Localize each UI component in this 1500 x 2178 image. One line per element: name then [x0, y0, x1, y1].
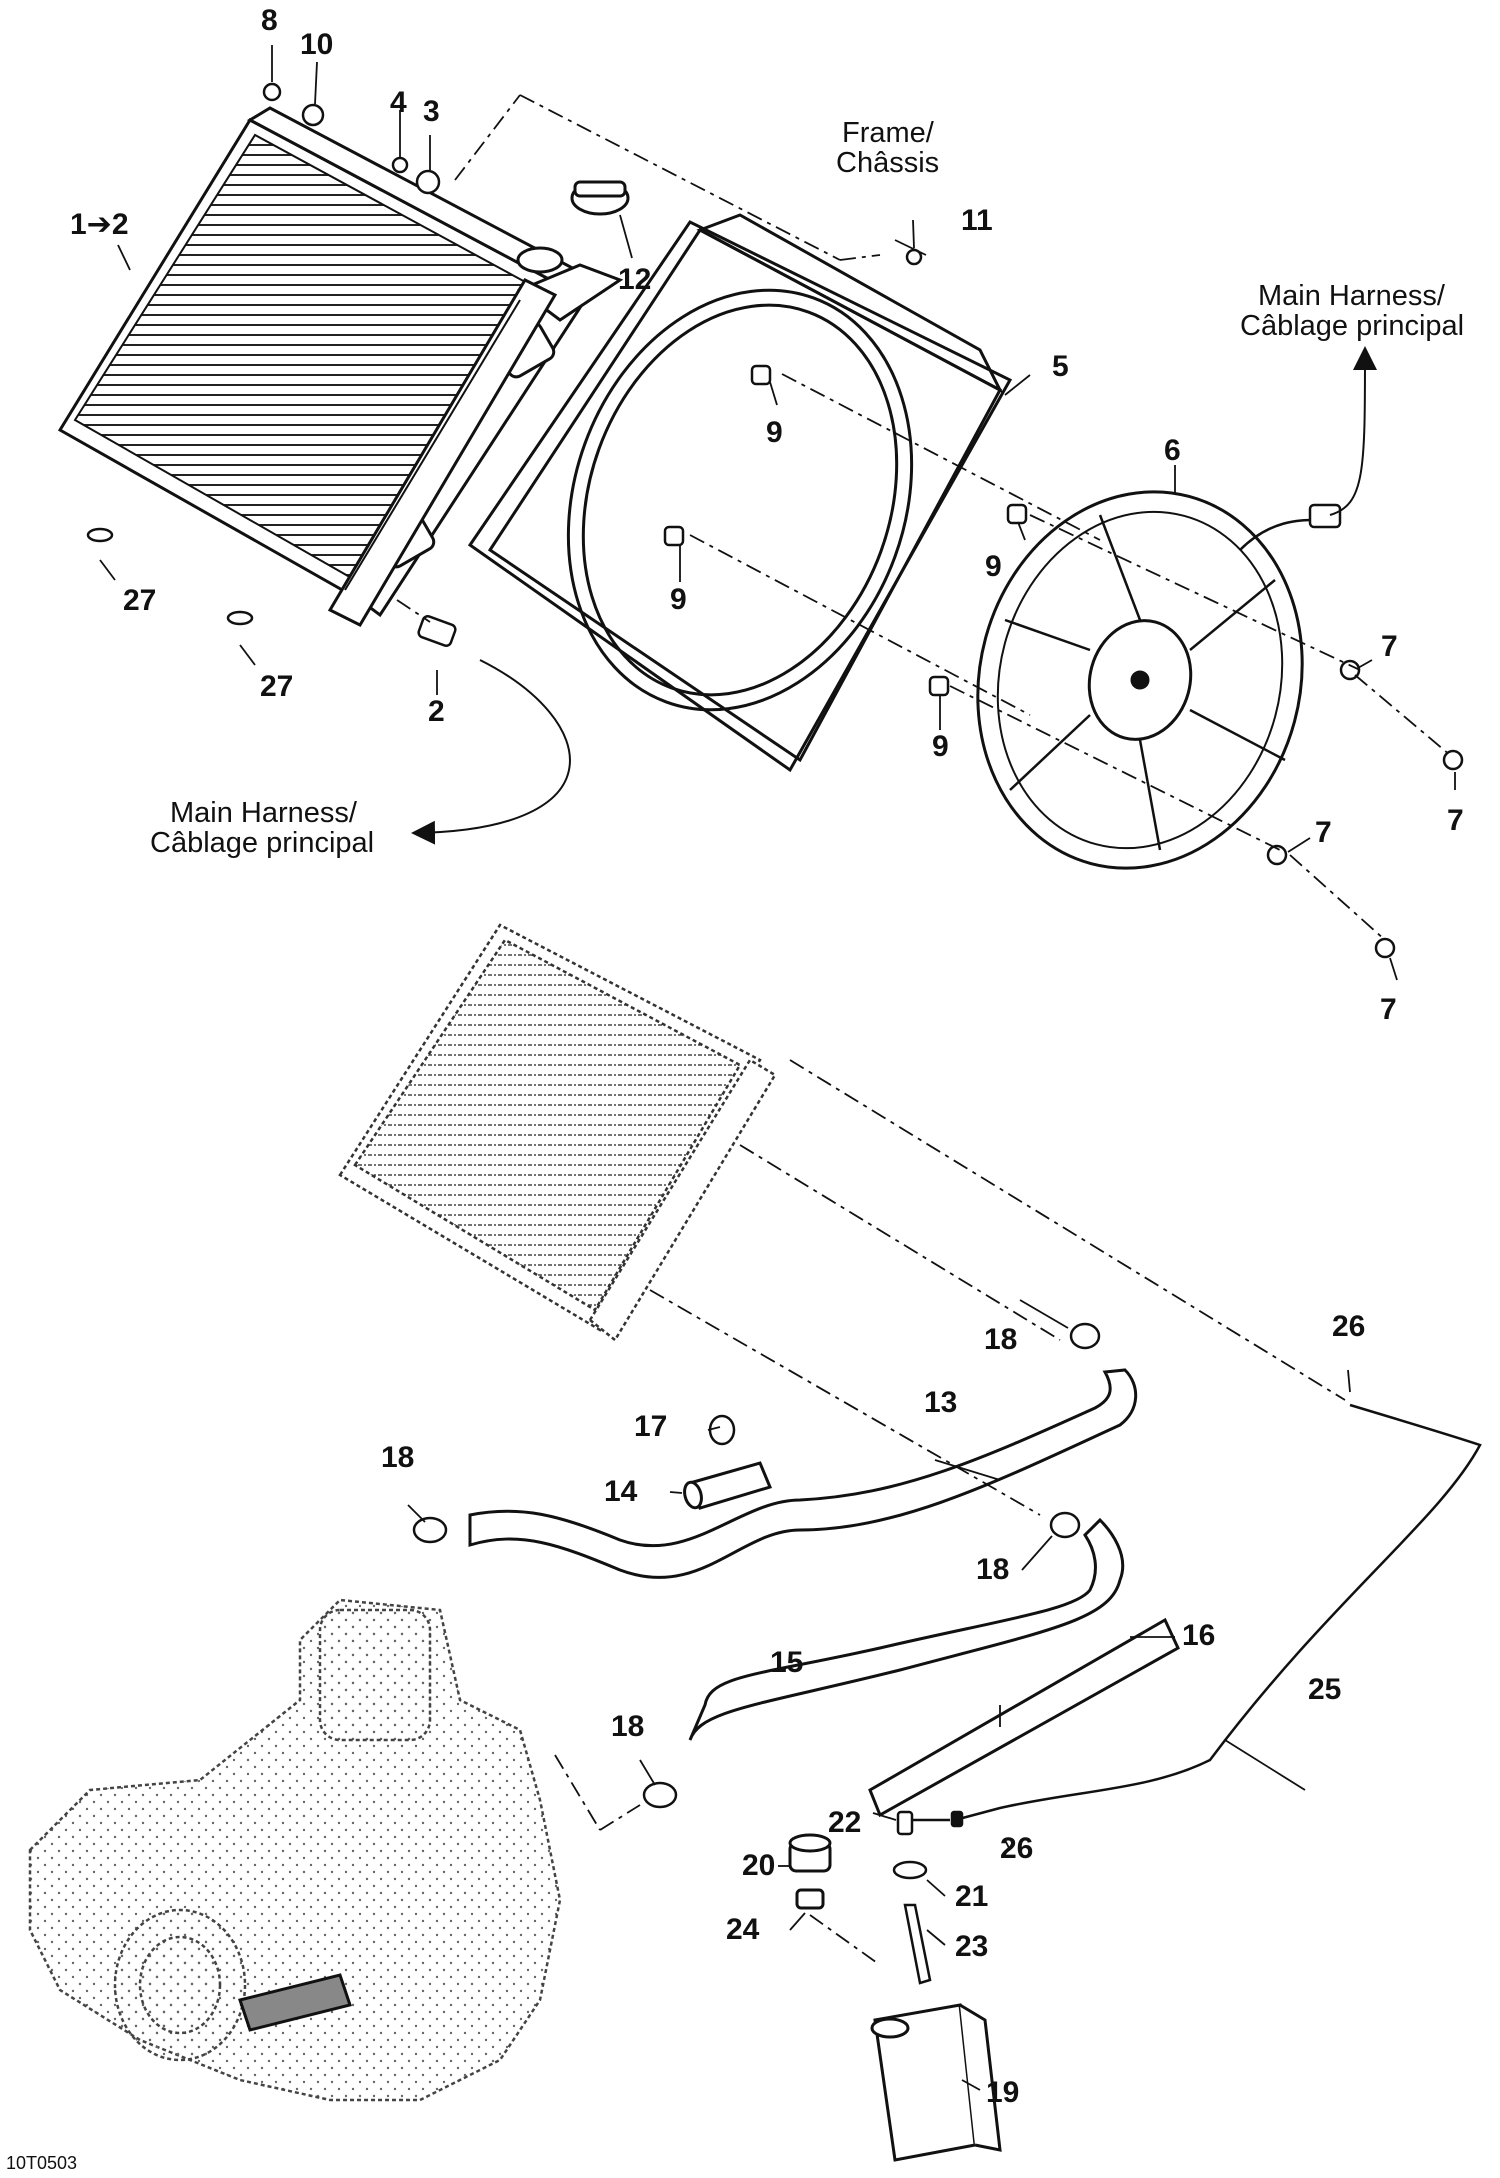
callout-18-c: 18: [976, 1553, 1010, 1586]
engine-filter: [238, 1973, 352, 2032]
callout-24: 24: [726, 1913, 760, 1946]
overflow-tube: [954, 1403, 1482, 1822]
harness-arrow-right: [1329, 346, 1377, 516]
reservoir-fittings: [892, 1810, 964, 1985]
callout-18-a: 18: [984, 1323, 1018, 1356]
callout-16: 16: [1182, 1619, 1216, 1652]
radiator-cap: [570, 180, 630, 216]
callout-14: 14: [604, 1475, 638, 1508]
cooling-fan: [976, 490, 1304, 870]
radiator-phantom: [338, 923, 777, 1342]
callout-11: 11: [961, 204, 993, 237]
callout-9-a: 9: [766, 416, 783, 449]
short-hose: [683, 1461, 773, 1510]
upper-hose: [468, 1368, 1138, 1579]
callout-7-b: 7: [1447, 804, 1464, 837]
fan-shroud: [467, 213, 1013, 773]
callout-9-b: 9: [670, 583, 687, 616]
callout-5: 5: [1052, 350, 1069, 383]
harness-note-left-en: Main Harness/: [170, 797, 357, 829]
callout-1-2: 1➔2: [70, 208, 129, 241]
harness-note-right-en: Main Harness/: [1258, 280, 1445, 312]
temperature-sensor: [417, 615, 457, 647]
frame-note-fr: Châssis: [836, 147, 940, 179]
callout-26-b: 26: [1000, 1832, 1034, 1865]
callout-9-d: 9: [932, 730, 949, 763]
straight-hose: [868, 1617, 1180, 1818]
radiator-side-tank: [327, 278, 558, 627]
callout-26-a: 26: [1332, 1310, 1366, 1343]
leader-lines-top: [99, 45, 1456, 981]
callout-7-c: 7: [1315, 816, 1332, 849]
callout-27-a: 27: [123, 584, 157, 617]
lower-hose: [688, 1517, 1125, 1741]
dash-lines-top: [396, 94, 1451, 941]
radiator-pins-bottom: [86, 527, 254, 626]
callout-19: 19: [986, 2076, 1020, 2109]
callout-12: 12: [618, 263, 652, 296]
radiator: [57, 106, 624, 618]
callout-18-b: 18: [381, 1441, 415, 1474]
callout-17: 17: [634, 1410, 668, 1443]
reservoir-cap: [788, 1833, 832, 1910]
callout-20: 20: [742, 1849, 776, 1882]
callout-10: 10: [300, 28, 334, 61]
callout-15: 15: [770, 1646, 804, 1679]
radiator-filler-neck: [516, 246, 564, 274]
frame-note-en: Frame/: [842, 117, 934, 149]
grommets: [663, 364, 1028, 697]
callout-2: 2: [428, 695, 445, 728]
coolant-reservoir: [870, 2003, 1002, 2162]
callout-25: 25: [1308, 1673, 1342, 1706]
callout-7-d: 7: [1380, 993, 1397, 1026]
callout-3: 3: [423, 95, 440, 128]
callout-18-d: 18: [611, 1710, 645, 1743]
callout-21: 21: [955, 1880, 989, 1913]
harness-note-left-fr: Câblage principal: [150, 827, 375, 859]
callout-27-b: 27: [260, 670, 294, 703]
figure-code: 10T0503: [6, 2153, 78, 2173]
callout-13: 13: [924, 1386, 958, 1419]
callout-9-c: 9: [985, 550, 1002, 583]
leader-lines-bottom: [407, 1299, 1351, 2091]
small-clamp: [708, 1414, 736, 1446]
callout-8: 8: [261, 4, 278, 37]
fan-connector: [1239, 503, 1342, 551]
harness-arrow-left: [411, 659, 571, 845]
callout-7-a: 7: [1381, 630, 1398, 663]
engine-phantom: [28, 1598, 562, 2102]
callout-23: 23: [955, 1930, 989, 1963]
callout-22: 22: [828, 1806, 862, 1839]
fan-screws: [1266, 659, 1464, 959]
harness-note-right-fr: Câblage principal: [1240, 310, 1465, 342]
callout-6: 6: [1164, 434, 1181, 467]
callout-4: 4: [390, 86, 407, 119]
hose-clamps: [412, 1322, 1101, 1809]
dash-lines-bottom: [554, 1059, 1346, 1966]
